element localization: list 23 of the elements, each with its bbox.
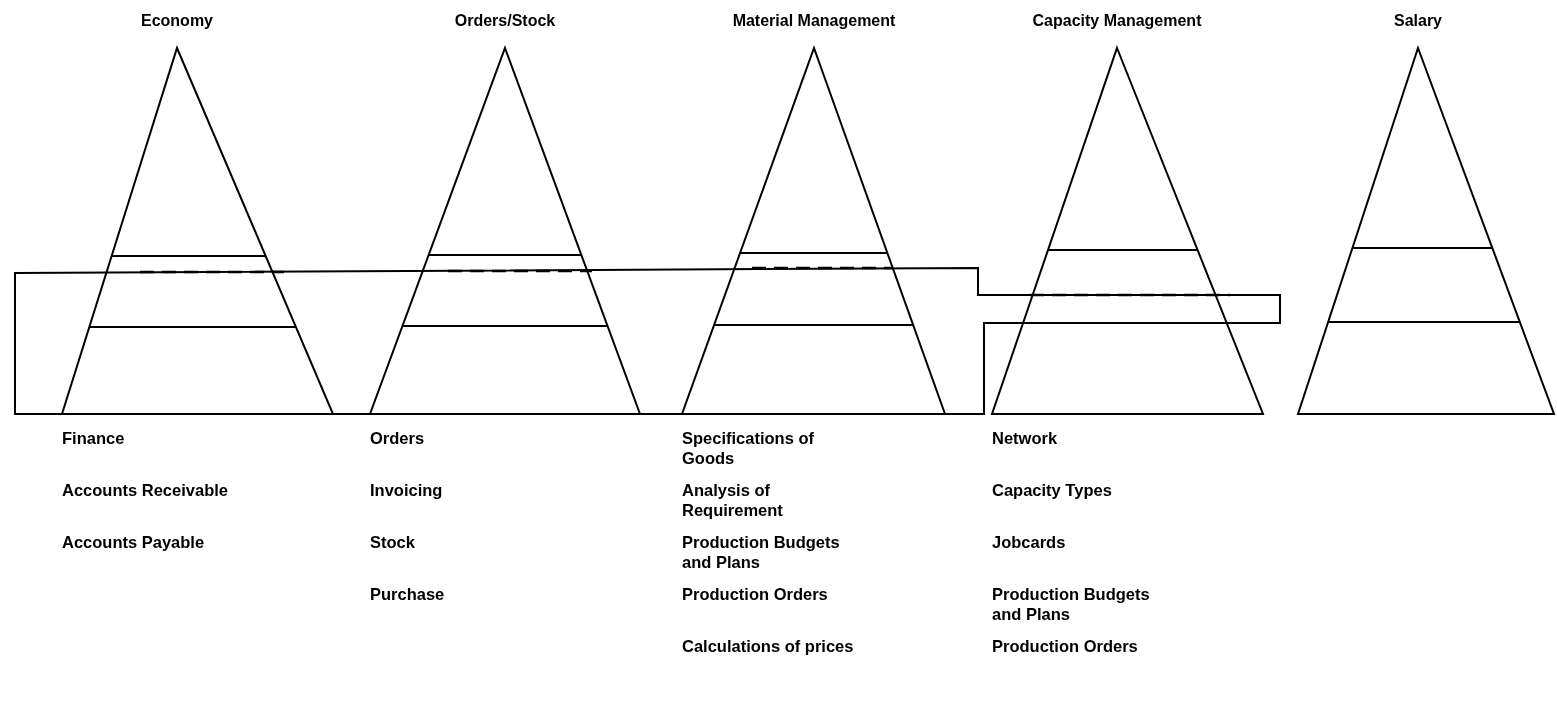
module-item: Production Orders	[682, 584, 829, 605]
module-item: Production Budgets and Plans	[992, 584, 1151, 625]
pyramid-heading: Salary	[1394, 11, 1442, 31]
pyramid-heading: Orders/Stock	[454, 11, 556, 31]
module-item: Invoicing	[370, 480, 444, 501]
module-item: Accounts Payable	[62, 532, 206, 553]
module-item: Network	[992, 428, 1059, 449]
module-item: Production Orders	[992, 636, 1139, 657]
module-item: Calculations of prices	[682, 636, 855, 657]
band-outline	[14, 267, 1281, 415]
pyramid-heading: Capacity Management	[1032, 11, 1202, 31]
module-item: Stock	[370, 532, 416, 553]
module-item: Production Budgets and Plans	[682, 532, 841, 573]
module-item: Analysis of Requirement	[682, 480, 784, 521]
module-item: Specifications of Goods	[682, 428, 816, 469]
module-item: Accounts Receivable	[62, 480, 229, 501]
module-item: Orders	[370, 428, 426, 449]
pyramid-heading: Economy	[141, 11, 213, 31]
module-item: Purchase	[370, 584, 446, 605]
module-item: Jobcards	[992, 532, 1067, 553]
module-item: Capacity Types	[992, 480, 1113, 501]
pyramid-heading: Material Management	[732, 11, 896, 31]
module-item: Finance	[62, 428, 126, 449]
